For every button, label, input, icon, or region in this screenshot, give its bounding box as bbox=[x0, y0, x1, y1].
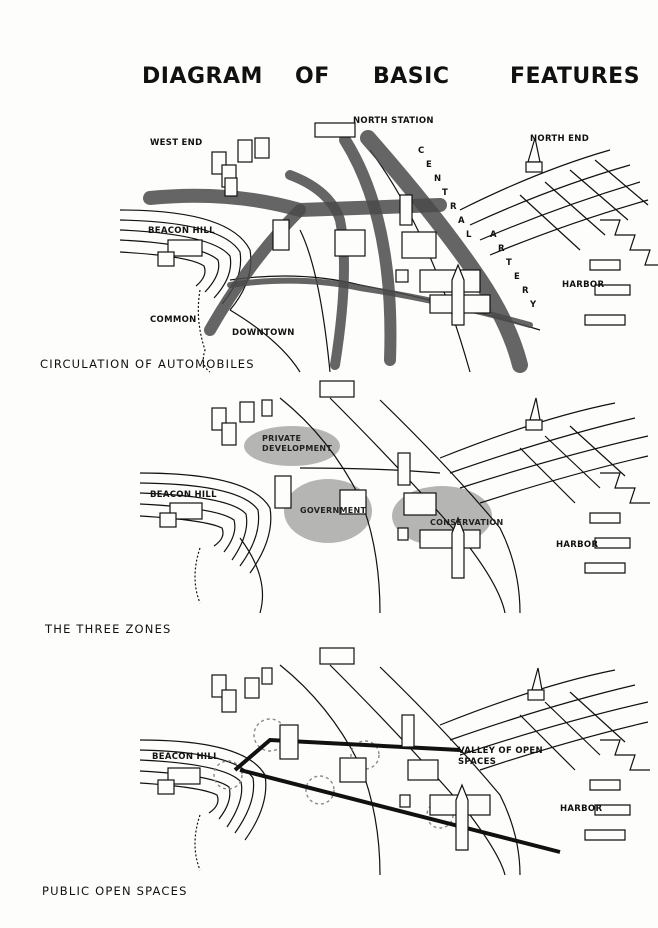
artery-letter: T bbox=[442, 188, 448, 198]
label-private-development: PRIVATE DEVELOPMENT bbox=[262, 434, 332, 454]
label-north-station: NORTH STATION bbox=[353, 116, 434, 126]
panel-open-spaces: BEACON HILL VALLEY OF OPEN SPACES HARBOR bbox=[0, 640, 658, 880]
label-west-end: WEST END bbox=[150, 138, 202, 148]
zones-map bbox=[0, 378, 658, 618]
label-valley-of-open-spaces: VALLEY OF OPEN SPACES bbox=[458, 746, 558, 768]
caption-zones: THE THREE ZONES bbox=[45, 622, 172, 636]
label-north-end: NORTH END bbox=[530, 134, 589, 144]
label-conservation: CONSERVATION bbox=[430, 518, 504, 527]
artery-letter: R bbox=[498, 244, 505, 254]
title-word-basic: BASIC bbox=[373, 64, 449, 89]
panel-circulation: NORTH STATION WEST END NORTH END BEACON … bbox=[0, 110, 658, 380]
artery-letter: L bbox=[466, 230, 471, 240]
label-beacon-hill: BEACON HILL bbox=[148, 226, 215, 236]
artery-letter: T bbox=[506, 258, 512, 268]
open-spaces-map bbox=[0, 640, 658, 880]
artery-letter: E bbox=[426, 160, 432, 170]
north-station-building bbox=[315, 123, 355, 137]
label-harbor: HARBOR bbox=[560, 804, 602, 814]
label-common: COMMON bbox=[150, 315, 197, 325]
label-harbor: HARBOR bbox=[556, 540, 598, 550]
circulation-map bbox=[0, 110, 658, 380]
artery-letter: R bbox=[450, 202, 457, 212]
monument-spire bbox=[452, 265, 464, 325]
label-beacon-hill: BEACON HILL bbox=[150, 490, 217, 500]
artery-letter: C bbox=[418, 146, 424, 156]
artery-letter: N bbox=[434, 174, 441, 184]
caption-open-spaces: PUBLIC OPEN SPACES bbox=[42, 884, 188, 898]
caption-circulation: CIRCULATION OF AUTOMOBILES bbox=[40, 357, 255, 371]
label-government: GOVERNMENT bbox=[300, 506, 366, 515]
title-word-features: FEATURES bbox=[510, 64, 640, 89]
artery-letter: Y bbox=[530, 300, 536, 310]
label-harbor: HARBOR bbox=[562, 280, 604, 290]
artery-letter: A bbox=[490, 230, 497, 240]
label-beacon-hill: BEACON HILL bbox=[152, 752, 219, 762]
label-downtown: DOWNTOWN bbox=[232, 328, 295, 338]
artery-letter: A bbox=[458, 216, 465, 226]
artery-letter: R bbox=[522, 286, 529, 296]
artery-letter: E bbox=[514, 272, 520, 282]
panel-zones: PRIVATE DEVELOPMENT BEACON HILL GOVERNME… bbox=[0, 378, 658, 618]
title-word-of: OF bbox=[295, 64, 330, 89]
title-word-diagram: DIAGRAM bbox=[142, 64, 263, 89]
